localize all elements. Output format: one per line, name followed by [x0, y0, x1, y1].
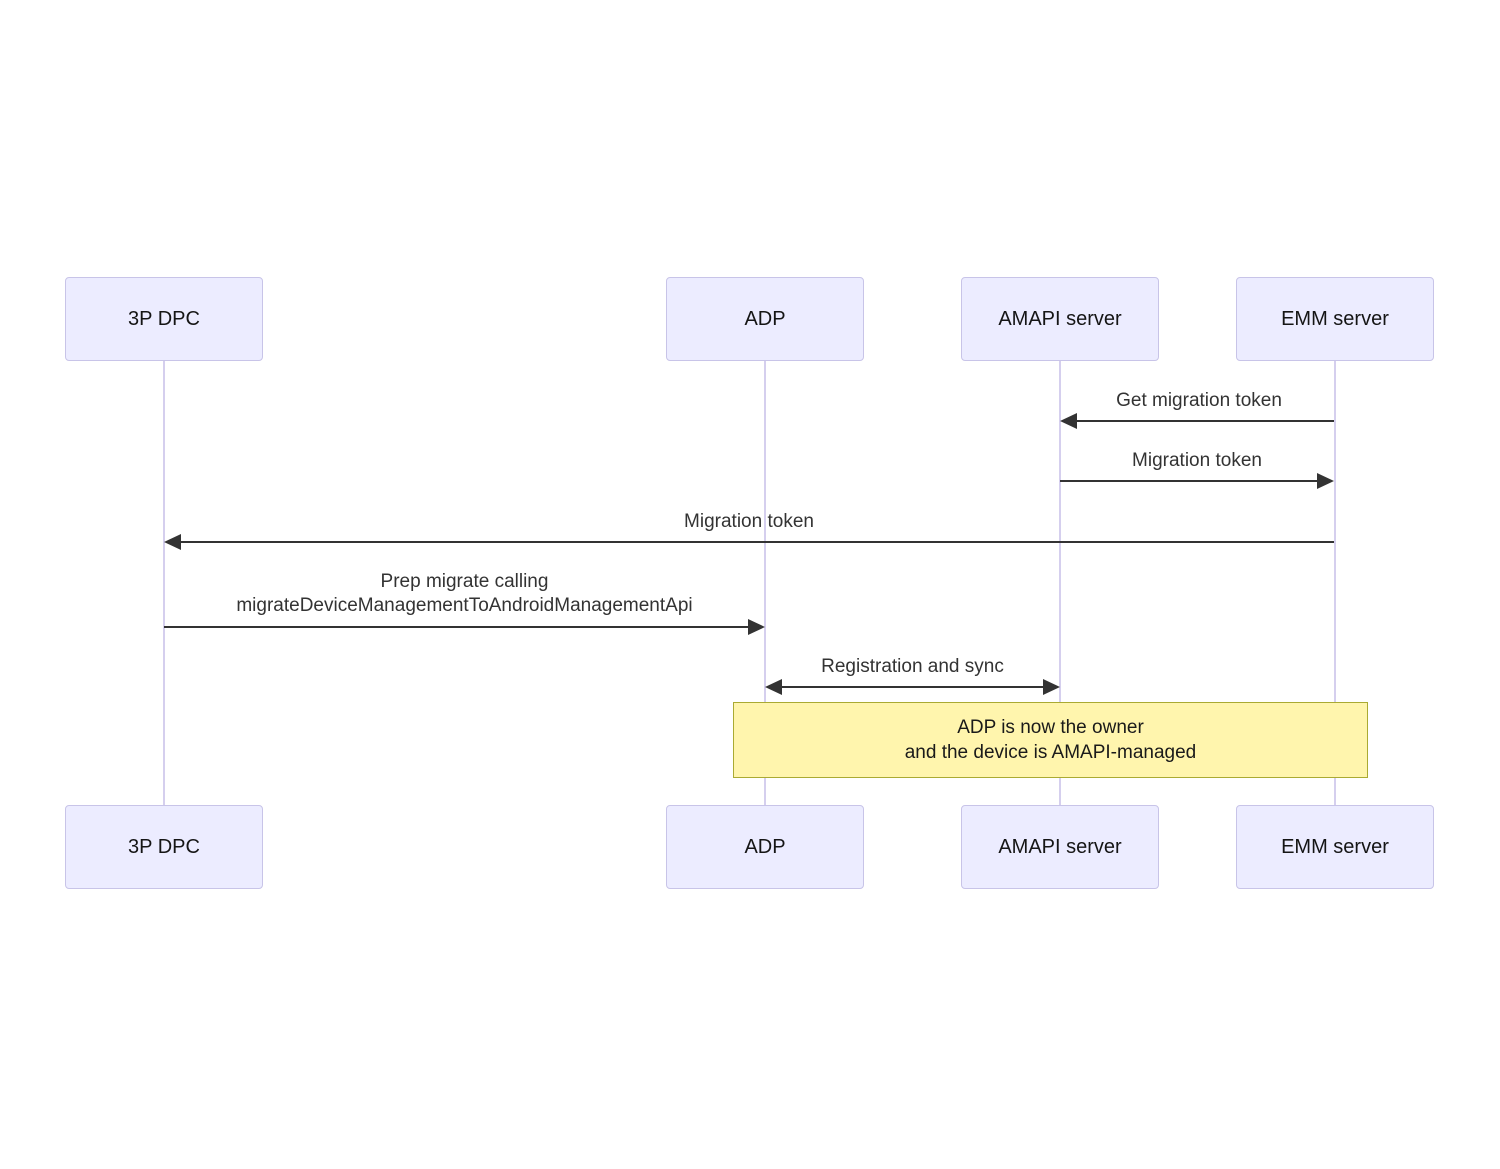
actor-label: EMM server — [1281, 835, 1389, 858]
message-label-line1: Prep migrate calling — [380, 571, 549, 592]
note-adp-owner: ADP is now the owner and the device is A… — [733, 702, 1368, 778]
arrowhead-right-icon — [748, 619, 765, 635]
actor-bottom-amapi-server: AMAPI server — [961, 805, 1159, 889]
actor-label: AMAPI server — [998, 835, 1122, 858]
actor-top-amapi-server: AMAPI server — [961, 277, 1159, 361]
lifeline-emm-server — [1334, 361, 1336, 805]
actor-label: 3P DPC — [128, 835, 200, 858]
actor-bottom-adp: ADP — [666, 805, 864, 889]
message-line — [178, 541, 1334, 543]
arrowhead-right-icon — [1043, 679, 1060, 695]
message-line — [779, 686, 1046, 688]
actor-bottom-3p-dpc: 3P DPC — [65, 805, 263, 889]
message-label-migration-token: Migration token — [1132, 450, 1262, 471]
actor-label: EMM server — [1281, 307, 1389, 330]
actor-top-3p-dpc: 3P DPC — [65, 277, 263, 361]
actor-label: ADP — [744, 307, 786, 330]
message-line — [164, 626, 751, 628]
arrowhead-left-icon — [1060, 413, 1077, 429]
message-label-migration-token-long: Migration token — [684, 511, 814, 532]
message-label-line2: migrateDeviceManagementToAndroidManageme… — [236, 595, 693, 616]
lifeline-3p-dpc — [163, 361, 165, 805]
actor-top-adp: ADP — [666, 277, 864, 361]
message-label-registration-and-sync: Registration and sync — [821, 656, 1004, 677]
arrowhead-left-icon — [765, 679, 782, 695]
note-line1: ADP is now the owner — [957, 717, 1144, 738]
actor-top-emm-server: EMM server — [1236, 277, 1434, 361]
lifeline-adp — [764, 361, 766, 805]
message-line — [1074, 420, 1334, 422]
actor-label: AMAPI server — [998, 307, 1122, 330]
lifeline-amapi-server — [1059, 361, 1061, 805]
message-label-prep-migrate: Prep migrate calling migrateDeviceManage… — [164, 570, 765, 618]
actor-bottom-emm-server: EMM server — [1236, 805, 1434, 889]
message-label-get-migration-token: Get migration token — [1116, 390, 1282, 411]
note-line2: and the device is AMAPI-managed — [904, 742, 1197, 763]
arrowhead-right-icon — [1317, 473, 1334, 489]
actor-label: ADP — [744, 835, 786, 858]
actor-label: 3P DPC — [128, 307, 200, 330]
message-line — [1060, 480, 1320, 482]
arrowhead-left-icon — [164, 534, 181, 550]
